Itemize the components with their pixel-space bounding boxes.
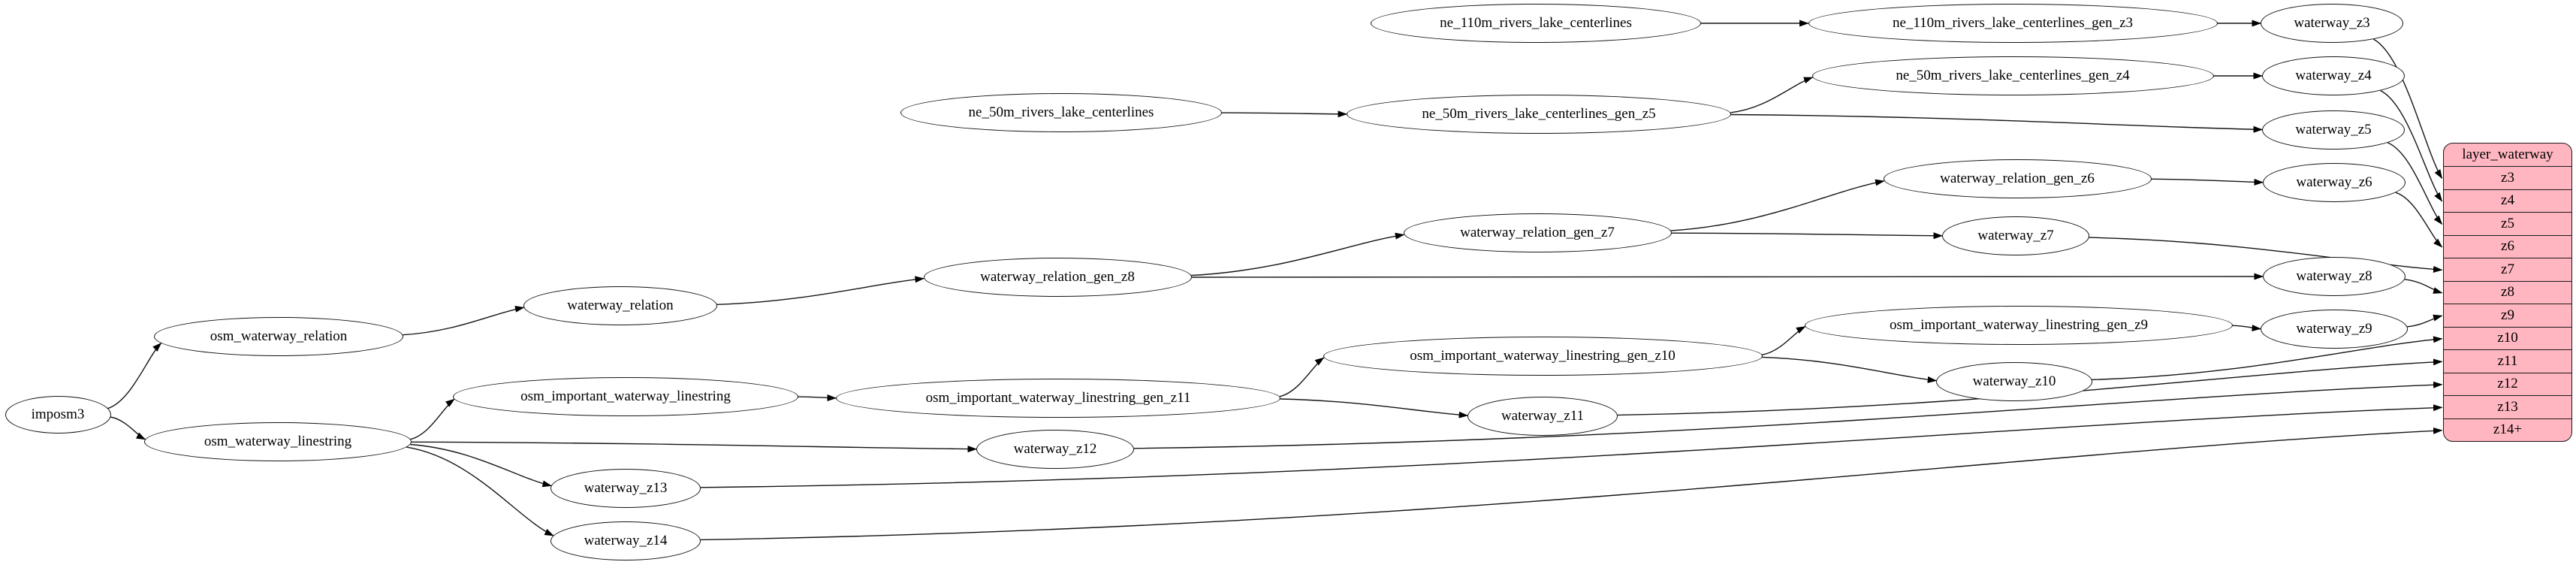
node-ne_110m_rivers_lake_centerlines: ne_110m_rivers_lake_centerlines (1371, 4, 1701, 43)
node-ne_50m_rivers_lake_centerlines_gen_z5: ne_50m_rivers_lake_centerlines_gen_z5 (1347, 95, 1731, 134)
edge-osm_waterway_linestring-to-waterway_z12 (411, 441, 977, 453)
edge-waterway_relation_gen_z7-to-waterway_relation_gen_z6 (1670, 179, 1885, 231)
edge-osm_important_waterway_linestring_gen_z10-to-osm_important_waterway_linestring_gen_z9 (1761, 326, 1806, 355)
node-osm_waterway_relation: osm_waterway_relation (154, 317, 403, 356)
node-waterway_z14: waterway_z14 (550, 521, 701, 560)
node-osm_important_waterway_linestring_gen_z9: osm_important_waterway_linestring_gen_z9 (1805, 306, 2233, 345)
edge-waterway_z5-to-layer_waterway-z5 (2387, 142, 2443, 225)
edge-waterway_z3-to-layer_waterway-z3 (2373, 38, 2443, 180)
edge-osm_waterway_linestring-to-waterway_z13 (410, 443, 552, 488)
node-waterway_relation_gen_z7: waterway_relation_gen_z7 (1403, 213, 1672, 252)
node-waterway_relation: waterway_relation (523, 286, 717, 325)
node-waterway_z7: waterway_z7 (1942, 216, 2089, 255)
edge-waterway_z9-to-layer_waterway-z9 (2407, 314, 2443, 328)
table-row-z14: z14+ (2444, 418, 2571, 442)
edge-waterway_z10-to-layer_waterway-z10 (2092, 336, 2443, 381)
table-row-z11: z11 (2444, 349, 2571, 373)
node-waterway_z11: waterway_z11 (1467, 397, 1618, 436)
node-osm_important_waterway_linestring: osm_important_waterway_linestring (453, 377, 798, 416)
edge-osm_waterway_linestring-to-waterway_z14 (406, 446, 554, 536)
edge-waterway_z14-to-layer_waterway-z14+ (700, 427, 2443, 541)
edge-imposm3-to-osm_waterway_relation (107, 343, 162, 409)
node-ne_50m_rivers_lake_centerlines_gen_z4: ne_50m_rivers_lake_centerlines_gen_z4 (1811, 56, 2214, 95)
node-osm_important_waterway_linestring_gen_z10: osm_important_waterway_linestring_gen_z1… (1323, 337, 1763, 376)
edge-waterway_relation-to-waterway_relation_gen_z8 (716, 276, 925, 305)
table-title: layer_waterway (2462, 147, 2553, 162)
edge-waterway_z11-to-layer_waterway-z11 (1617, 358, 2443, 416)
edge-waterway_z12-to-layer_waterway-z12 (1133, 381, 2443, 449)
edge-waterway_relation_gen_z6-to-waterway_z6 (2151, 178, 2264, 186)
edge-ne_50m_rivers_lake_centerlines-to-ne_50m_rivers_lake_centerlines_gen_z5 (1221, 110, 1347, 118)
table-row-z7: z7 (2444, 258, 2571, 281)
edge-osm_important_waterway_linestring-to-osm_important_waterway_linestring_gen_z11 (798, 394, 837, 402)
edge-waterway_z8-to-layer_waterway-z8 (2404, 279, 2443, 294)
edge-waterway_z6-to-layer_waterway-z6 (2395, 192, 2443, 248)
edge-waterway_z4-to-layer_waterway-z4 (2380, 89, 2443, 202)
table-row-z12: z12 (2444, 372, 2571, 396)
edge-waterway_relation_gen_z8-to-waterway_z8 (1191, 273, 2264, 280)
node-waterway_relation_gen_z8: waterway_relation_gen_z8 (923, 258, 1192, 297)
table-row-z13: z13 (2444, 395, 2571, 418)
table-row-z6: z6 (2444, 234, 2571, 258)
edge-waterway_relation_gen_z8-to-waterway_relation_gen_z7 (1190, 232, 1405, 276)
edge-osm_waterway_relation-to-waterway_relation (403, 305, 525, 336)
node-osm_important_waterway_linestring_gen_z11: osm_important_waterway_linestring_gen_z1… (836, 379, 1280, 418)
edge-waterway_z7-to-layer_waterway-z7 (2089, 237, 2443, 273)
edge-waterway_z13-to-layer_waterway-z13 (700, 404, 2443, 488)
node-waterway_z5: waterway_z5 (2262, 110, 2405, 150)
node-osm_waterway_linestring: osm_waterway_linestring (144, 422, 412, 461)
edge-osm_important_waterway_linestring_gen_z11-to-waterway_z11 (1280, 398, 1469, 418)
edge-osm_important_waterway_linestring_gen_z11-to-osm_important_waterway_linestring_gen_z10 (1279, 357, 1325, 397)
table-row-z4: z4 (2444, 189, 2571, 213)
edge-ne_50m_rivers_lake_centerlines_gen_z5-to-ne_50m_rivers_lake_centerlines_gen_z4 (1730, 77, 1814, 113)
node-ne_50m_rivers_lake_centerlines: ne_50m_rivers_lake_centerlines (900, 93, 1222, 132)
node-imposm3: imposm3 (5, 396, 111, 434)
table-row-z8: z8 (2444, 280, 2571, 304)
node-waterway_z12: waterway_z12 (976, 430, 1134, 469)
node-waterway_relation_gen_z6: waterway_relation_gen_z6 (1883, 159, 2152, 198)
edge-osm_important_waterway_linestring_gen_z9-to-waterway_z9 (2232, 325, 2261, 332)
edge-ne_50m_rivers_lake_centerlines_gen_z5-to-waterway_z5 (1730, 113, 2263, 133)
node-waterway_z4: waterway_z4 (2262, 56, 2405, 95)
edge-osm_important_waterway_linestring_gen_z10-to-waterway_z10 (1762, 356, 1938, 383)
table-row-z9: z9 (2444, 304, 2571, 327)
node-ne_110m_rivers_lake_centerlines_gen_z3: ne_110m_rivers_lake_centerlines_gen_z3 (1808, 4, 2218, 43)
node-waterway_z3: waterway_z3 (2261, 4, 2403, 43)
table-row-z5: z5 (2444, 212, 2571, 235)
table-row-z10: z10 (2444, 326, 2571, 350)
node-waterway_z6: waterway_z6 (2263, 163, 2406, 202)
node-waterway_z10: waterway_z10 (1936, 362, 2092, 401)
node-waterway_z8: waterway_z8 (2263, 257, 2406, 296)
table-row-z3: z3 (2444, 166, 2571, 189)
node-waterway_z13: waterway_z13 (550, 469, 701, 508)
edge-waterway_relation_gen_z7-to-waterway_z7 (1671, 232, 1943, 240)
node-waterway_z9: waterway_z9 (2261, 310, 2408, 349)
edge-osm_waterway_linestring-to-osm_important_waterway_linestring (410, 398, 455, 440)
edge-imposm3-to-osm_waterway_linestring (110, 416, 146, 440)
